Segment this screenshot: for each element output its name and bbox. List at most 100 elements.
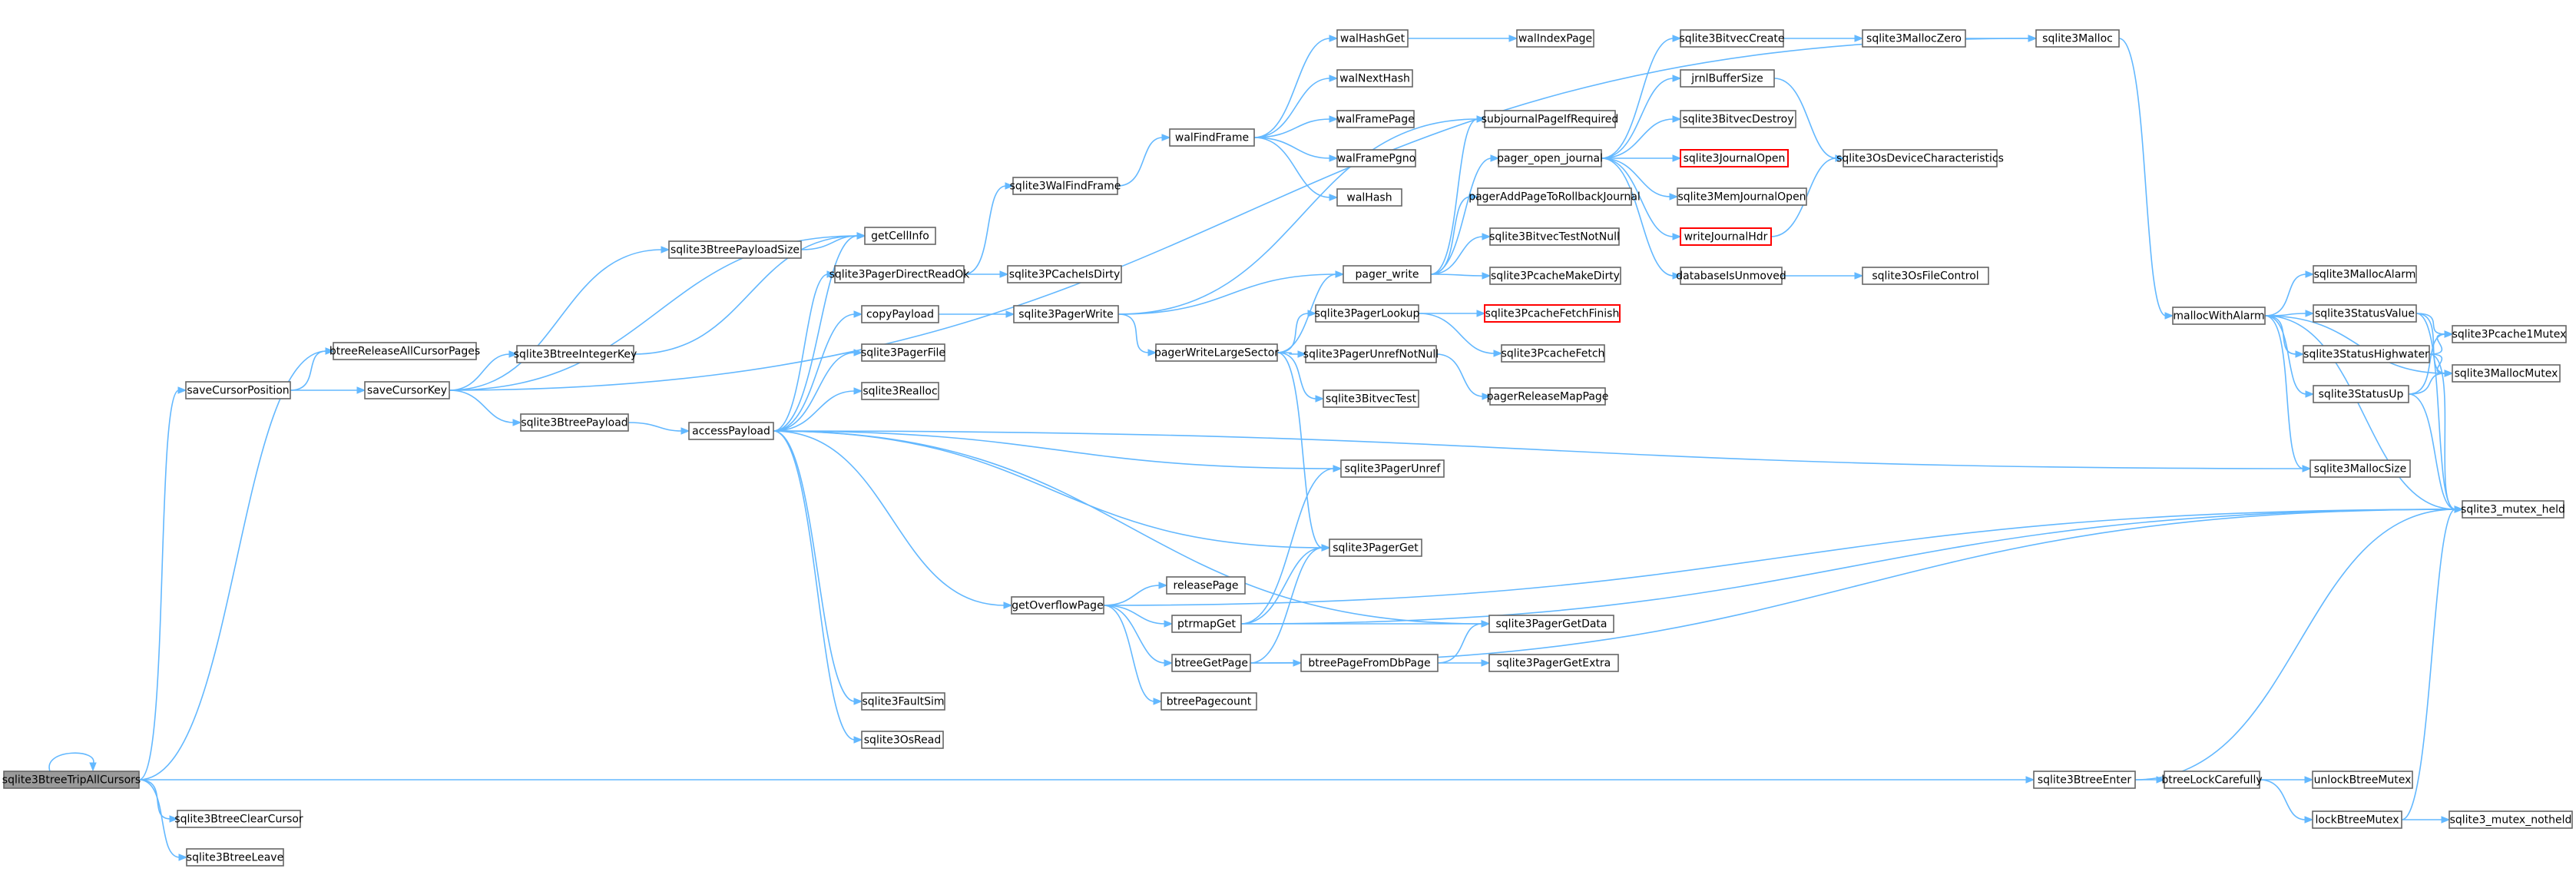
- arrowhead: [1854, 272, 1864, 280]
- node-sqlite3osdevicecharacteristics[interactable]: sqlite3OsDeviceCharacteristics: [1836, 149, 2004, 167]
- node-sqlite3btreetripallcursors[interactable]: sqlite3BtreeTripAllCursors: [2, 771, 141, 789]
- arrowhead: [1508, 35, 1518, 42]
- node-sqlite3malloczero[interactable]: sqlite3MallocZero: [1862, 29, 1966, 48]
- node-sqlite3journalopen[interactable]: sqlite3JournalOpen: [1680, 149, 1789, 167]
- node-walhashget[interactable]: walHashGet: [1336, 29, 1409, 48]
- node-sqlite3osfilecontrol[interactable]: sqlite3OsFileControl: [1862, 267, 1989, 285]
- node-unlockbtreemutex[interactable]: unlockBtreeMutex: [2312, 771, 2413, 789]
- node-sqlite3bitvecdestroy[interactable]: sqlite3BitvecDestroy: [1680, 110, 1796, 128]
- node-pager-open-journal[interactable]: pager_open_journal: [1497, 149, 1603, 167]
- node-savecursorkey[interactable]: saveCursorKey: [364, 381, 450, 399]
- node-sqlite3statushighwater[interactable]: sqlite3StatusHighwater: [2303, 345, 2430, 363]
- node-box: [2303, 345, 2430, 363]
- node-sqlite3osread[interactable]: sqlite3OsRead: [861, 731, 944, 749]
- node-lockbtreemutex[interactable]: lockBtreeMutex: [2312, 810, 2402, 829]
- node-btreepagecount[interactable]: btreePagecount: [1161, 692, 1257, 711]
- node-sqlite3bitveccreate[interactable]: sqlite3BitvecCreate: [1679, 29, 1785, 48]
- node-btreelockcarefully[interactable]: btreeLockCarefully: [2161, 771, 2263, 789]
- node-pagerreleasemappage[interactable]: pagerReleaseMapPage: [1487, 387, 1609, 406]
- node-walnexthash[interactable]: walNextHash: [1336, 69, 1413, 88]
- node-sqlite3mallocalarm[interactable]: sqlite3MallocAlarm: [2313, 265, 2417, 283]
- call-edge: [1117, 313, 1157, 356]
- node-releasepage[interactable]: releasePage: [1166, 576, 1246, 595]
- node-box: [1488, 615, 1614, 633]
- node-jrnlbuffersize[interactable]: jrnlBufferSize: [1680, 69, 1775, 88]
- node-sqlite3pagerunrefnotnull[interactable]: sqlite3PagerUnrefNotNull: [1303, 345, 1439, 363]
- node-sqlite3btreeintegerkey[interactable]: sqlite3BtreeIntegerKey: [514, 345, 637, 363]
- node-pageraddpagetorollbackjournal[interactable]: pagerAddPageToRollbackJournal: [1468, 187, 1641, 206]
- node-sqlite3mallocsize[interactable]: sqlite3MallocSize: [2309, 459, 2411, 478]
- call-edge: [1601, 157, 1682, 240]
- call-edge: [773, 430, 863, 744]
- node-walhash[interactable]: walHash: [1336, 188, 1402, 207]
- node-label: sqlite3PCacheIsDirty: [1009, 269, 1121, 281]
- node-label: sqlite3PagerUnrefNotNull: [1303, 349, 1439, 361]
- node-accesspayload[interactable]: accessPayload: [688, 422, 774, 440]
- node-walframepage[interactable]: walFramePage: [1336, 110, 1415, 128]
- node-sqlite3pcachefetchfinish[interactable]: sqlite3PcacheFetchFinish: [1484, 304, 1621, 323]
- node-sqlite3bitvectestnotnull[interactable]: sqlite3BitvecTestNotNull: [1489, 227, 1620, 246]
- call-edge: [449, 232, 866, 391]
- node-walfindframe[interactable]: walFindFrame: [1169, 128, 1255, 147]
- call-edge: [449, 350, 518, 391]
- node-sqlite3pagergetextra[interactable]: sqlite3PagerGetExtra: [1488, 654, 1619, 672]
- node-sqlite3-mutex-held[interactable]: sqlite3_mutex_held: [2461, 500, 2565, 519]
- node-sqlite3statusvalue[interactable]: sqlite3StatusValue: [2313, 304, 2417, 323]
- node-sqlite3bitvectest[interactable]: sqlite3BitvecTest: [1323, 389, 1419, 408]
- node-label: sqlite3BtreeLeave: [187, 852, 283, 864]
- node-box: [1516, 29, 1594, 48]
- node-box: [861, 382, 939, 400]
- node-subjournalpageifrequired[interactable]: subjournalPageIfRequired: [1482, 110, 1619, 128]
- node-sqlite3pagerunref[interactable]: sqlite3PagerUnref: [1340, 459, 1445, 478]
- node-sqlite3pagerwrite[interactable]: sqlite3PagerWrite: [1013, 305, 1119, 323]
- node-sqlite3walfindframe[interactable]: sqlite3WalFindFrame: [1010, 177, 1121, 195]
- node-sqlite3memjournalopen[interactable]: sqlite3MemJournalOpen: [1677, 187, 1807, 206]
- node-btreepagefromdbpage[interactable]: btreePageFromDbPage: [1300, 654, 1439, 672]
- node-getoverflowpage[interactable]: getOverflowPage: [1011, 596, 1104, 615]
- node-btreegetpage[interactable]: btreeGetPage: [1171, 654, 1251, 672]
- node-pager-write[interactable]: pager_write: [1343, 265, 1432, 283]
- node-sqlite3btreeclearcursor[interactable]: sqlite3BtreeClearCursor: [174, 810, 303, 828]
- node-box: [1680, 227, 1772, 246]
- node-sqlite3pcacheisdirty[interactable]: sqlite3PCacheIsDirty: [1007, 265, 1122, 283]
- node-btreereleaseallcursorpages[interactable]: btreeReleaseAllCursorPages: [329, 342, 480, 360]
- node-sqlite3faultsim[interactable]: sqlite3FaultSim: [861, 692, 945, 711]
- node-sqlite3btreeleave[interactable]: sqlite3BtreeLeave: [186, 848, 284, 867]
- call-edge: [1601, 115, 1682, 159]
- node-label: mallocWithAlarm: [2173, 310, 2264, 323]
- node-mallocwithalarm[interactable]: mallocWithAlarm: [2172, 307, 2266, 325]
- node-getcellinfo[interactable]: getCellInfo: [864, 227, 936, 245]
- node-copypayload[interactable]: copyPayload: [861, 305, 939, 323]
- node-sqlite3pagergetdata[interactable]: sqlite3PagerGetData: [1488, 615, 1614, 633]
- node-sqlite3btreeenter[interactable]: sqlite3BtreeEnter: [2033, 771, 2136, 789]
- node-sqlite3pagerget[interactable]: sqlite3PagerGet: [1329, 539, 1422, 557]
- arrowhead: [853, 349, 863, 356]
- arrowhead: [2444, 330, 2454, 338]
- node-sqlite3pagerfile[interactable]: sqlite3PagerFile: [861, 343, 945, 362]
- node-sqlite3malloc[interactable]: sqlite3Malloc: [2035, 29, 2120, 48]
- call-edge: [1240, 465, 1343, 625]
- node-sqlite3btreepayload[interactable]: sqlite3BtreePayload: [520, 413, 629, 432]
- arrowhead: [2444, 370, 2454, 377]
- node-box: [861, 343, 945, 362]
- node-sqlite3btreepayloadsize[interactable]: sqlite3BtreePayloadSize: [668, 240, 802, 259]
- node-sqlite3pcache1mutex[interactable]: sqlite3Pcache1Mutex: [2452, 325, 2567, 343]
- node-sqlite3statusup[interactable]: sqlite3StatusUp: [2313, 385, 2409, 403]
- node-ptrmapget[interactable]: ptrmapGet: [1171, 615, 1242, 633]
- node-sqlite3-mutex-notheld[interactable]: sqlite3_mutex_notheld: [2449, 810, 2573, 829]
- node-sqlite3mallocmutex[interactable]: sqlite3MallocMutex: [2452, 364, 2561, 383]
- node-walframepgno[interactable]: walFramePgno: [1336, 149, 1416, 167]
- node-savecursorposition[interactable]: saveCursorPosition: [185, 381, 291, 399]
- node-writejournalhdr[interactable]: writeJournalHdr: [1680, 227, 1772, 246]
- node-sqlite3pcachefetch[interactable]: sqlite3PcacheFetch: [1501, 344, 1605, 363]
- node-label: btreePagecount: [1167, 696, 1252, 708]
- node-sqlite3pagerdirectreadok[interactable]: sqlite3PagerDirectReadOk: [829, 265, 971, 283]
- node-sqlite3pcachemakedirty[interactable]: sqlite3PcacheMakeDirty: [1489, 267, 1621, 285]
- node-pagerwritelargesector[interactable]: pagerWriteLargeSector: [1154, 343, 1279, 362]
- node-databaseisunmoved[interactable]: databaseIsUnmoved: [1676, 267, 1786, 285]
- node-walindexpage[interactable]: walIndexPage: [1516, 29, 1594, 48]
- node-box: [2309, 459, 2411, 478]
- node-sqlite3realloc[interactable]: sqlite3Realloc: [861, 382, 939, 400]
- node-sqlite3pagerlookup[interactable]: sqlite3PagerLookup: [1315, 304, 1420, 323]
